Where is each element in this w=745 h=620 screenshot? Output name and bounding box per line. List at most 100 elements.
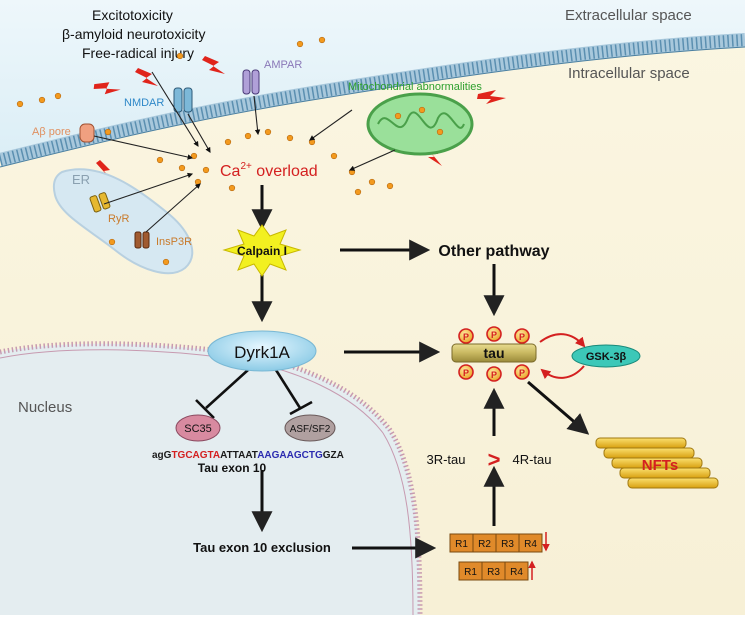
plasma-membrane-inner-line [0,46,745,168]
inhibit-sc35-bar [195,399,215,419]
arrow-ryr [103,172,194,205]
calcium-ion [318,36,326,44]
ampar-label: AMPAR [264,59,302,71]
sc35-node [175,414,221,442]
seq-part: AAGAAGCTG [257,450,323,461]
calcium-ion [264,128,272,136]
ampar-channel [242,69,260,95]
nuclear-envelope-inner [0,349,414,616]
calcium-ion [104,128,112,136]
calcium-ion [368,178,376,186]
calcium-ion [354,188,362,196]
mitochondria-organelle [366,92,474,156]
calcium-ion [190,152,198,160]
dyrk1a-label: Dyrk1A [234,343,290,362]
arrow-ampar [253,95,261,136]
inhibit-sc35 [205,369,249,409]
svg-text:P: P [463,368,469,378]
arrow-mito-1 [309,109,353,141]
calcium-ion [202,166,210,174]
calcium-ion [176,52,184,60]
seq-part: agG [152,450,172,461]
lightning-icon [96,160,114,182]
nucleus-label: Nucleus [18,399,72,416]
gsk3b-label: GSK-3β [586,351,627,363]
calcium-ion [418,106,426,114]
phosphate-icon: P [514,328,530,344]
phosphate-icon: P [514,364,530,380]
ryr-label: RyR [108,213,129,225]
calcium-ion [224,138,232,146]
extracellular-label: Extracellular space [565,7,692,24]
calcium-ion [108,238,116,246]
phosphate-icon: P [458,364,474,380]
tau-exon-label: Tau exon 10 [198,461,267,475]
abeta-pore-label: Aβ pore [32,126,71,138]
calcium-ion [16,100,24,108]
calcium-ion [244,132,252,140]
gsk3b-cycle-top [539,333,586,348]
svg-text:P: P [463,332,469,342]
calcium-ion [178,164,186,172]
lightning-icon [202,56,225,74]
sc35-label: SC35 [184,423,212,435]
calcium-ion [386,182,394,190]
arrow-tau-to-nfts [527,380,590,435]
calcium-ion [330,152,338,160]
exon-sequence: agGTGCAGTAATTAATAAGAAGCTGGZA [152,450,344,461]
tau-protein [451,343,537,363]
repeat-label: R4 [510,567,523,578]
intracellular-label: Intracellular space [568,65,690,82]
er-label: ER [72,172,90,187]
calcium-ions [16,36,444,266]
seq-part: TGCAGTA [171,450,220,461]
lightning-icon [135,68,158,86]
mitochondria-label: Mitochondrial abnormalities [348,81,482,93]
svg-text:P: P [491,330,497,340]
insult-excitotoxicity: Excitotoxicity [92,7,173,23]
nucleus-region [0,343,420,615]
nft-fibril [595,437,687,449]
phosphate-groups: P P P P P P [458,326,530,382]
lightning-icon [93,82,121,95]
insp3r-label: InsP3R [156,236,192,248]
nmdar-channel [173,87,193,113]
repeat-label: R3 [487,567,500,578]
tau-label: tau [484,345,505,361]
arrow-abeta [93,135,194,160]
calcium-ion [38,96,46,104]
seq-part: ATTAAT [220,450,258,461]
calcium-ion [286,134,294,142]
calcium-ion [296,40,304,48]
calcium-ion [394,112,402,120]
asf-label: ASF/SF2 [290,424,331,435]
dyrk1a-node [207,330,317,372]
isoform-3r: R1 R3 R4 [458,560,536,581]
phosphate-icon: P [458,328,474,344]
repeat-label: R2 [478,539,491,550]
insult-amyloid: β-amyloid neurotoxicity [62,26,205,42]
nfts-stack [595,437,719,489]
nfts-label: NFTs [642,457,678,474]
calcium-overload-label: Ca2+ overload [220,161,318,180]
repeat-label: R4 [524,539,537,550]
calcium-ion [162,258,170,266]
greater-than-symbol: > [488,447,501,472]
four-r-tau-label: 4R-tau [512,452,551,467]
gsk3b-cycle-bottom [540,365,585,380]
repeat-box [504,561,529,581]
three-r-tau-label: 3R-tau [426,452,465,467]
seq-part: GZA [323,450,344,461]
svg-text:P: P [519,368,525,378]
er-organelle [52,168,194,275]
calcium-ion [156,156,164,164]
abeta-pore [79,123,95,143]
other-pathway-label: Other pathway [438,243,549,260]
nuclear-envelope [0,341,423,616]
calcium-ion [228,184,236,192]
calcium-ion [54,92,62,100]
asf-node [284,414,336,442]
exon-exclusion-label: Tau exon 10 exclusion [193,540,331,555]
